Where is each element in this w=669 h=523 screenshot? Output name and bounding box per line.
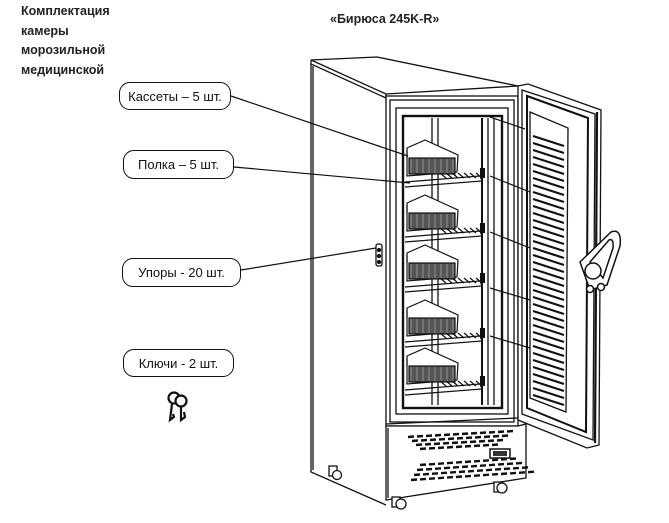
leader-door-3	[489, 231, 531, 249]
cabinet	[310, 56, 527, 506]
callout-stops-label: Упоры - 20 шт.	[138, 265, 225, 280]
cassette-4	[406, 299, 459, 337]
leader-door-1	[489, 116, 526, 130]
leader-door-2	[489, 175, 531, 193]
shelf-unit-4	[404, 299, 485, 348]
heading-line-2: камеры	[21, 23, 69, 38]
stop-3	[480, 273, 485, 283]
callout-keys: Ключи - 2 шт.	[123, 349, 234, 377]
caster-front-right	[493, 481, 508, 494]
cassette-1	[406, 139, 459, 177]
shelf-unit-2	[404, 194, 485, 243]
cassette-3	[406, 244, 459, 282]
keys-icon	[167, 391, 188, 423]
model-title: «Бирюса 245K-R»	[330, 12, 440, 26]
leader-door-5	[489, 335, 531, 349]
leader-door-4	[489, 287, 531, 301]
leader-lines	[230, 95, 531, 349]
cassette-5	[406, 347, 459, 385]
caster-front-left	[391, 496, 407, 510]
shelf-unit-3	[404, 244, 485, 293]
shelves-group	[404, 139, 485, 396]
heading-line-3: морозильной	[21, 43, 106, 57]
stop-2	[480, 223, 485, 233]
leader-shelf	[233, 166, 411, 184]
shelf-5	[404, 380, 483, 396]
shelf-unit-5	[404, 347, 485, 396]
shelf-unit-1	[404, 139, 485, 188]
callout-shelf: Полка – 5 шт.	[123, 150, 234, 179]
heading-line-4: медицинской	[21, 62, 105, 77]
leader-cassettes	[230, 95, 409, 157]
caster-back-left	[328, 465, 343, 481]
door-handle-icon	[579, 230, 622, 294]
leader-stops	[240, 247, 377, 271]
vent-grille	[407, 429, 535, 482]
callout-stops: Упоры - 20 шт.	[122, 258, 241, 287]
stop-4	[480, 328, 485, 338]
shelf-2	[404, 227, 483, 243]
stop-5	[480, 376, 485, 386]
door-gasket-slats	[532, 134, 565, 407]
stop-1	[480, 168, 485, 178]
control-display-icon	[489, 448, 511, 459]
kit-heading: Комплектация камеры морозильной медицинс…	[21, 2, 161, 80]
shelf-4	[404, 332, 483, 348]
casters	[328, 465, 508, 510]
shelf-3	[404, 277, 483, 293]
lock-icon	[375, 243, 383, 267]
heading-line-1: Комплектация	[21, 4, 110, 18]
callout-shelf-label: Полка – 5 шт.	[138, 157, 219, 172]
callout-keys-label: Ключи - 2 шт.	[138, 355, 219, 371]
cassette-2	[406, 194, 459, 232]
callout-cassettes-label: Кассеты – 5 шт.	[128, 88, 222, 104]
callout-cassettes: Кассеты – 5 шт.	[119, 82, 231, 110]
